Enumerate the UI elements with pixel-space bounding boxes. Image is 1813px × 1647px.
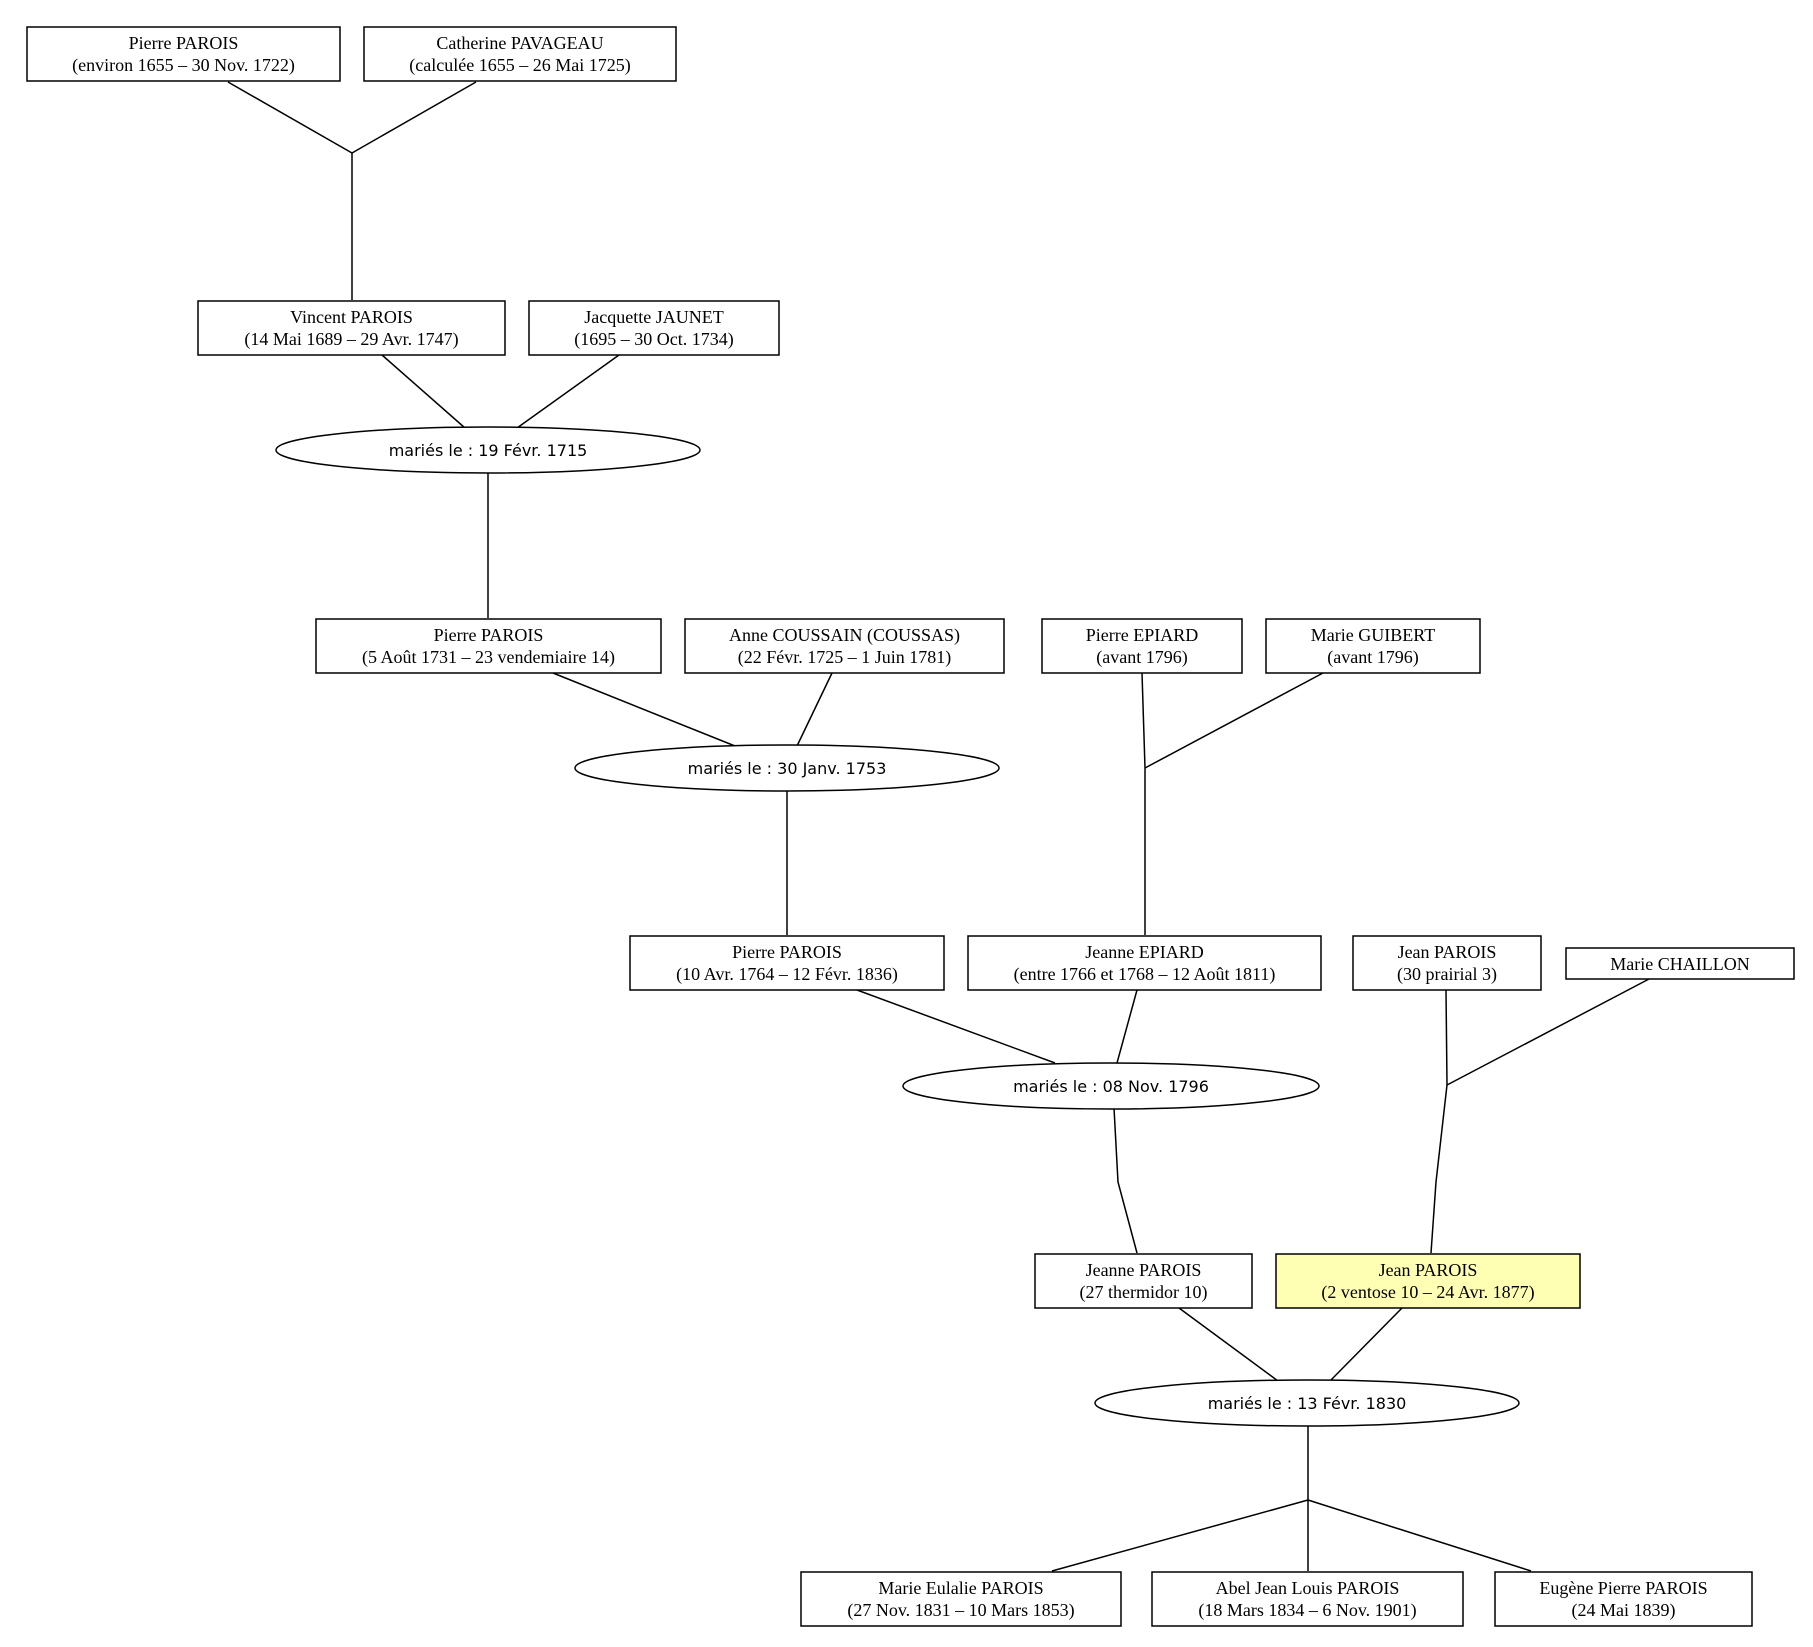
edge-join-p17 <box>1307 1499 1532 1572</box>
svg-text:Jeanne PAROIS: Jeanne PAROIS <box>1086 1260 1202 1280</box>
edge-p9-m3 <box>856 989 1056 1064</box>
svg-text:mariés le : 30 Janv. 1753: mariés le : 30 Janv. 1753 <box>688 759 887 778</box>
edge-m3-p13 <box>1113 1107 1138 1254</box>
person-jeanne-epiard: Jeanne EPIARD (entre 1766 et 1768 – 12 A… <box>967 935 1322 991</box>
svg-text:(27 Nov. 1831 – 10 Mars 1853): (27 Nov. 1831 – 10 Mars 1853) <box>847 1600 1074 1621</box>
svg-text:(environ 1655 – 30 Nov. 1722): (environ 1655 – 30 Nov. 1722) <box>72 55 295 76</box>
person-pierre-parois-1655: Pierre PAROIS (environ 1655 – 30 Nov. 17… <box>26 26 341 82</box>
svg-text:(avant 1796): (avant 1796) <box>1327 647 1418 668</box>
edge-p1-join <box>227 81 353 154</box>
person-pierre-parois-1764: Pierre PAROIS (10 Avr. 1764 – 12 Févr. 1… <box>629 935 945 991</box>
svg-text:Marie CHAILLON: Marie CHAILLON <box>1610 954 1749 974</box>
svg-text:mariés le : 19 Févr. 1715: mariés le : 19 Févr. 1715 <box>389 441 588 460</box>
edge-p3-m1 <box>381 354 466 429</box>
svg-text:Marie GUIBERT: Marie GUIBERT <box>1311 625 1435 645</box>
svg-text:Jean PAROIS: Jean PAROIS <box>1398 942 1497 962</box>
svg-text:Pierre PAROIS: Pierre PAROIS <box>434 625 544 645</box>
svg-text:Jeanne EPIARD: Jeanne EPIARD <box>1085 942 1203 962</box>
person-marie-eulalie-parois: Marie Eulalie PAROIS (27 Nov. 1831 – 10 … <box>800 1571 1122 1627</box>
svg-text:Jacquette JAUNET: Jacquette JAUNET <box>584 307 723 327</box>
person-abel-jean-louis-parois: Abel Jean Louis PAROIS (18 Mars 1834 – 6… <box>1151 1571 1464 1627</box>
svg-text:(18 Mars 1834 – 6 Nov. 1901): (18 Mars 1834 – 6 Nov. 1901) <box>1198 1600 1416 1621</box>
svg-text:Marie Eulalie PAROIS: Marie Eulalie PAROIS <box>878 1578 1043 1598</box>
edge-p10-m3 <box>1116 989 1138 1064</box>
marriage-1715: mariés le : 19 Févr. 1715 <box>275 426 701 474</box>
svg-text:mariés le : 08 Nov. 1796: mariés le : 08 Nov. 1796 <box>1013 1077 1209 1096</box>
edge-p4-m1 <box>516 354 620 429</box>
edge-p8-join <box>1144 672 1324 769</box>
svg-text:Anne COUSSAIN (COUSSAS): Anne COUSSAIN (COUSSAS) <box>729 625 960 646</box>
svg-text:(30 prairial 3): (30 prairial 3) <box>1397 964 1497 985</box>
svg-text:Catherine PAVAGEAU: Catherine PAVAGEAU <box>436 33 603 53</box>
svg-text:Pierre PAROIS: Pierre PAROIS <box>732 942 842 962</box>
person-jeanne-parois: Jeanne PAROIS (27 thermidor 10) <box>1034 1253 1253 1309</box>
person-catherine-pavageau: Catherine PAVAGEAU (calculée 1655 – 26 M… <box>363 26 677 82</box>
person-jean-parois-highlighted: Jean PAROIS (2 ventose 10 – 24 Avr. 1877… <box>1275 1253 1581 1309</box>
svg-text:(1695 – 30 Oct. 1734): (1695 – 30 Oct. 1734) <box>574 329 733 350</box>
svg-text:(5 Août 1731 – 23 vendemiaire: (5 Août 1731 – 23 vendemiaire 14) <box>362 647 615 668</box>
person-eugene-pierre-parois: Eugène Pierre PAROIS (24 Mai 1839) <box>1494 1571 1753 1627</box>
svg-text:Abel Jean Louis PAROIS: Abel Jean Louis PAROIS <box>1216 1578 1400 1598</box>
edge-p13-m4 <box>1178 1307 1279 1382</box>
edge-join-p14 <box>1430 1084 1448 1254</box>
marriage-1796: mariés le : 08 Nov. 1796 <box>902 1062 1320 1110</box>
svg-text:(calculée 1655 – 26 Mai 1725): (calculée 1655 – 26 Mai 1725) <box>409 55 630 76</box>
person-vincent-parois: Vincent PAROIS (14 Mai 1689 – 29 Avr. 17… <box>197 300 506 356</box>
svg-text:mariés le : 13 Févr. 1830: mariés le : 13 Févr. 1830 <box>1208 1394 1407 1413</box>
svg-text:Eugène Pierre PAROIS: Eugène Pierre PAROIS <box>1539 1578 1707 1598</box>
edge-p12-join <box>1446 978 1650 1086</box>
marriage-1830: mariés le : 13 Févr. 1830 <box>1094 1379 1520 1427</box>
svg-text:(10 Avr. 1764 – 12 Févr. 1836): (10 Avr. 1764 – 12 Févr. 1836) <box>676 964 898 985</box>
person-pierre-parois-1731: Pierre PAROIS (5 Août 1731 – 23 vendemia… <box>315 618 662 674</box>
person-jean-parois-prairial: Jean PAROIS (30 prairial 3) <box>1352 935 1542 991</box>
connectors <box>227 81 1650 1572</box>
svg-text:(22 Févr. 1725 – 1 Juin 1781): (22 Févr. 1725 – 1 Juin 1781) <box>738 647 952 668</box>
person-marie-chaillon: Marie CHAILLON <box>1565 947 1795 980</box>
marriage-1753: mariés le : 30 Janv. 1753 <box>574 744 1000 792</box>
edge-p11-join <box>1445 989 1448 1086</box>
person-jacquette-jaunet: Jacquette JAUNET (1695 – 30 Oct. 1734) <box>528 300 780 356</box>
edge-join-p15 <box>1051 1499 1309 1572</box>
person-anne-coussain: Anne COUSSAIN (COUSSAS) (22 Févr. 1725 –… <box>684 618 1005 674</box>
svg-text:(avant 1796): (avant 1796) <box>1096 647 1187 668</box>
edge-p2-join <box>351 81 477 154</box>
person-marie-guibert: Marie GUIBERT (avant 1796) <box>1265 618 1481 674</box>
edge-p5-m2 <box>552 672 736 747</box>
edge-p7-join <box>1141 672 1146 769</box>
svg-text:(14 Mai 1689 – 29 Avr. 1747): (14 Mai 1689 – 29 Avr. 1747) <box>244 329 458 350</box>
svg-text:Pierre EPIARD: Pierre EPIARD <box>1086 625 1198 645</box>
person-pierre-epiard: Pierre EPIARD (avant 1796) <box>1041 618 1243 674</box>
svg-text:(2 ventose 10 – 24 Avr. 1877): (2 ventose 10 – 24 Avr. 1877) <box>1321 1282 1534 1303</box>
svg-text:Pierre PAROIS: Pierre PAROIS <box>129 33 239 53</box>
svg-text:Vincent PAROIS: Vincent PAROIS <box>290 307 413 327</box>
edge-p6-m2 <box>796 672 833 747</box>
svg-text:(entre 1766 et 1768 – 12 Août: (entre 1766 et 1768 – 12 Août 1811) <box>1014 964 1276 985</box>
edge-p14-m4 <box>1329 1307 1403 1382</box>
svg-text:Jean PAROIS: Jean PAROIS <box>1379 1260 1478 1280</box>
svg-text:(27 thermidor 10): (27 thermidor 10) <box>1080 1282 1208 1303</box>
svg-text:(24 Mai 1839): (24 Mai 1839) <box>1572 1600 1676 1621</box>
